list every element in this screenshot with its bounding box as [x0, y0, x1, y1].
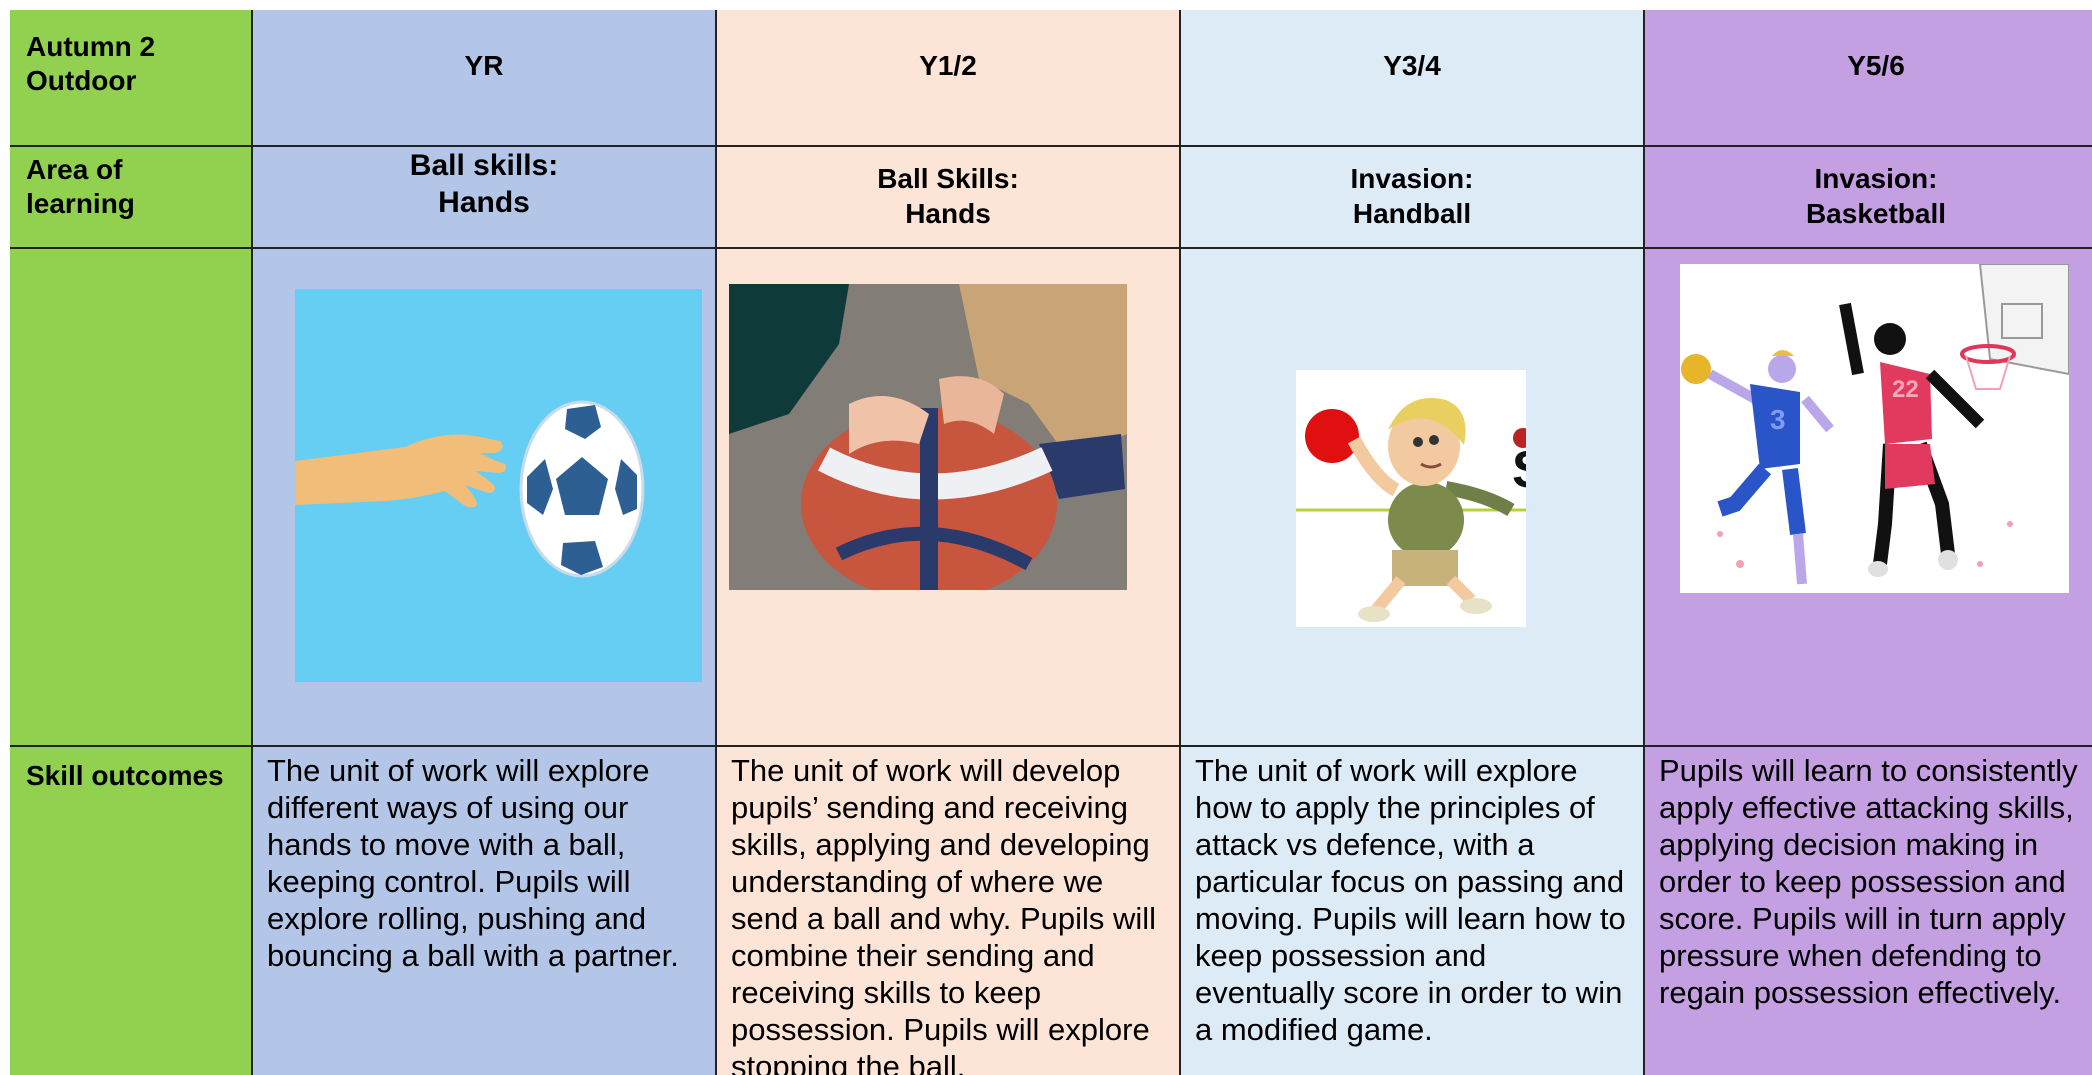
column-header-yr: YR — [253, 10, 717, 147]
backboard-icon — [1960, 264, 2069, 390]
face-shape — [1388, 406, 1460, 486]
row-label-area: Area of learning — [10, 147, 253, 249]
column-header-y1-2: Y1/2 — [717, 10, 1181, 147]
column-header-y3-4: Y3/4 — [1181, 10, 1645, 147]
area-text: Ball Skills: Hands — [877, 163, 1019, 229]
skill-cell-y3-4: The unit of work will explore how to app… — [1181, 747, 1645, 1075]
image-cell-y5-6: 3 22 — [1645, 249, 2092, 747]
image-cell-y3-4: S — [1181, 249, 1645, 747]
area-text: Invasion: Basketball — [1805, 163, 1947, 229]
curriculum-table: Autumn 2 Outdoor YR Y1/2 Y3/4 Y5/6 Area … — [10, 10, 2092, 1075]
row-label-text: Skill outcomes — [26, 760, 224, 791]
jersey-number: 3 — [1770, 404, 1786, 435]
area-cell-yr: Ball skills: Hands — [253, 147, 717, 249]
handball-icon — [1305, 409, 1359, 463]
row-label-skills: Skill outcomes — [10, 747, 253, 1075]
hand-shape — [939, 376, 1004, 434]
area-text: Invasion: Handball — [1350, 163, 1474, 229]
corner-cell: Autumn 2 Outdoor — [10, 10, 253, 147]
column-header-label: YR — [464, 50, 504, 81]
area-cell-y5-6: Invasion: Basketball — [1645, 147, 2092, 249]
area-cell-y3-4: Invasion: Handball — [1181, 147, 1645, 249]
skill-text: The unit of work will explore different … — [267, 753, 679, 973]
blue-jersey — [1750, 384, 1800, 469]
row-label-text: Area of learning — [26, 154, 135, 219]
skill-cell-yr: The unit of work will explore different … — [253, 747, 717, 1075]
hand-shape — [295, 434, 507, 508]
image-cell-yr — [253, 249, 717, 747]
hand-ball-image — [295, 289, 702, 682]
football-icon — [519, 400, 645, 578]
jersey-number: 22 — [1892, 376, 1919, 403]
shoe-shape — [1039, 434, 1125, 499]
handball-cartoon: S — [1296, 370, 1526, 627]
corner-label: Autumn 2 Outdoor — [26, 31, 156, 96]
hand-shape — [849, 396, 929, 454]
area-cell-y1-2: Ball Skills: Hands — [717, 147, 1181, 249]
basketball-icon — [1681, 354, 1711, 384]
skill-text: Pupils will learn to consistently apply … — [1659, 753, 2078, 1010]
red-jersey — [1880, 362, 1932, 444]
image-cell-y1-2 — [717, 249, 1181, 747]
column-header-label: Y1/2 — [919, 50, 977, 81]
area-text: Ball skills: Hands — [409, 149, 559, 219]
skill-cell-y1-2: The unit of work will develop pupils’ se… — [717, 747, 1181, 1075]
trousers-shape — [959, 284, 1127, 459]
column-header-label: Y3/4 — [1383, 50, 1441, 81]
column-header-y5-6: Y5/6 — [1645, 10, 2092, 147]
column-header-label: Y5/6 — [1847, 50, 1905, 81]
shirt-shape — [1388, 482, 1464, 558]
sleeve-shape — [729, 284, 849, 434]
skill-text: The unit of work will explore how to app… — [1195, 753, 1626, 1047]
basketball-icon — [801, 408, 1057, 590]
skill-text: The unit of work will develop pupils’ se… — [731, 753, 1157, 1075]
basketball-photo — [729, 284, 1127, 590]
cropped-letter: S — [1512, 440, 1526, 500]
basketball-players-image: 3 22 — [1680, 264, 2069, 593]
skill-cell-y5-6: Pupils will learn to consistently apply … — [1645, 747, 2092, 1075]
row-label-image — [10, 249, 253, 747]
